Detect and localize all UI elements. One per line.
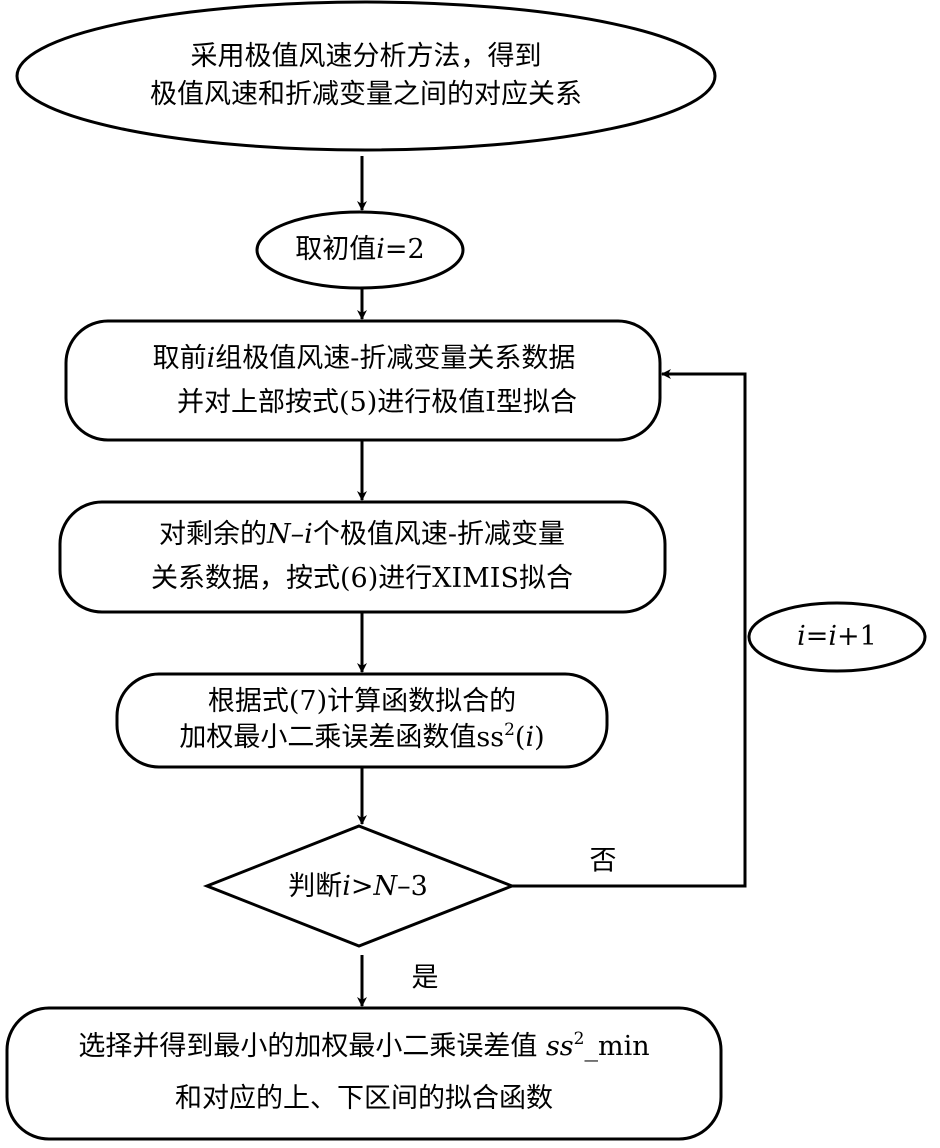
init-node-var: i xyxy=(376,234,385,265)
start-node-shape xyxy=(15,0,717,152)
var: i xyxy=(797,621,806,652)
result-node-line-1: 选择并得到最小的加权最小二乘误差值 ss2_min xyxy=(78,1021,649,1073)
compute-error-node-line-2: 加权最小二乘误差函数值ss2(i) xyxy=(179,720,544,756)
text: 选择并得到最小的加权最小二乘误差值 xyxy=(78,1031,538,1062)
var: ss xyxy=(545,1031,574,1062)
result-node-shape xyxy=(5,1006,723,1141)
fit-upper-node-line-1: 取前i组极值风速-折减变量关系数据 xyxy=(151,337,577,381)
edge-decision-no-loop xyxy=(512,369,747,888)
decision-node-value: –3 xyxy=(397,871,428,902)
var: i xyxy=(525,722,535,753)
init-node-text: 取初值 xyxy=(295,234,377,265)
decision-node-var: i>N xyxy=(342,871,398,902)
start-node-line-2: 极值风速和折减变量之间的对应关系 xyxy=(150,79,582,110)
edge-label-no: 否 xyxy=(589,845,617,877)
var: i xyxy=(206,343,216,374)
fit-upper-node: 取前i组极值风速-折减变量关系数据 并对上部按式(5)进行极值I型拟合 xyxy=(151,337,577,425)
var: i xyxy=(828,621,838,652)
compute-error-node: 根据式(7)计算函数拟合的 加权最小二乘误差函数值ss2(i) xyxy=(179,684,544,756)
superscript: 2 xyxy=(504,720,515,740)
decision-node: 判断i>N–3 xyxy=(288,868,428,906)
decision-node-shape xyxy=(202,824,517,948)
eq: = xyxy=(805,621,829,652)
var: N–i xyxy=(267,519,313,550)
start-node: 采用极值风速分析方法，得到 极值风速和折减变量之间的对应关系 xyxy=(150,38,582,114)
init-node-shape xyxy=(255,210,465,290)
text: 个极值风速-折减变量 xyxy=(312,519,565,550)
paren: ) xyxy=(534,722,545,753)
fit-upper-node-line-2: 并对上部按式(5)进行极值I型拟合 xyxy=(177,387,577,418)
fit-rest-node-line-2: 关系数据，按式(6)进行XIMIS拟合 xyxy=(151,563,573,594)
superscript: 2 xyxy=(573,1029,585,1049)
result-node: 选择并得到最小的加权最小二乘误差值 ss2_min 和对应的上、下区间的拟合函数 xyxy=(78,1021,649,1125)
init-node: 取初值i=2 xyxy=(295,231,424,269)
decision-node-text: 判断 xyxy=(288,871,343,902)
compute-error-node-line-1: 根据式(7)计算函数拟合的 xyxy=(207,686,517,717)
init-node-value: =2 xyxy=(384,234,425,265)
edge-label-yes: 是 xyxy=(411,962,439,994)
increment-node-shape xyxy=(747,601,927,673)
fit-rest-node: 对剩余的N–i个极值风速-折减变量 关系数据，按式(6)进行XIMIS拟合 xyxy=(151,513,573,601)
text: 加权最小二乘误差函数值ss xyxy=(179,722,505,753)
increment: +1 xyxy=(837,621,877,652)
paren: ( xyxy=(514,722,526,753)
text: 组极值风速-折减变量关系数据 xyxy=(215,343,576,374)
text: _min xyxy=(584,1031,650,1062)
text: 取前 xyxy=(152,343,207,374)
result-node-line-2: 和对应的上、下区间的拟合函数 xyxy=(175,1083,553,1114)
fit-rest-node-line-1: 对剩余的N–i个极值风速-折减变量 xyxy=(151,513,573,557)
text: 对剩余的 xyxy=(159,519,268,550)
start-node-line-1: 采用极值风速分析方法，得到 xyxy=(190,41,542,72)
increment-node: i=i+1 xyxy=(797,618,877,656)
